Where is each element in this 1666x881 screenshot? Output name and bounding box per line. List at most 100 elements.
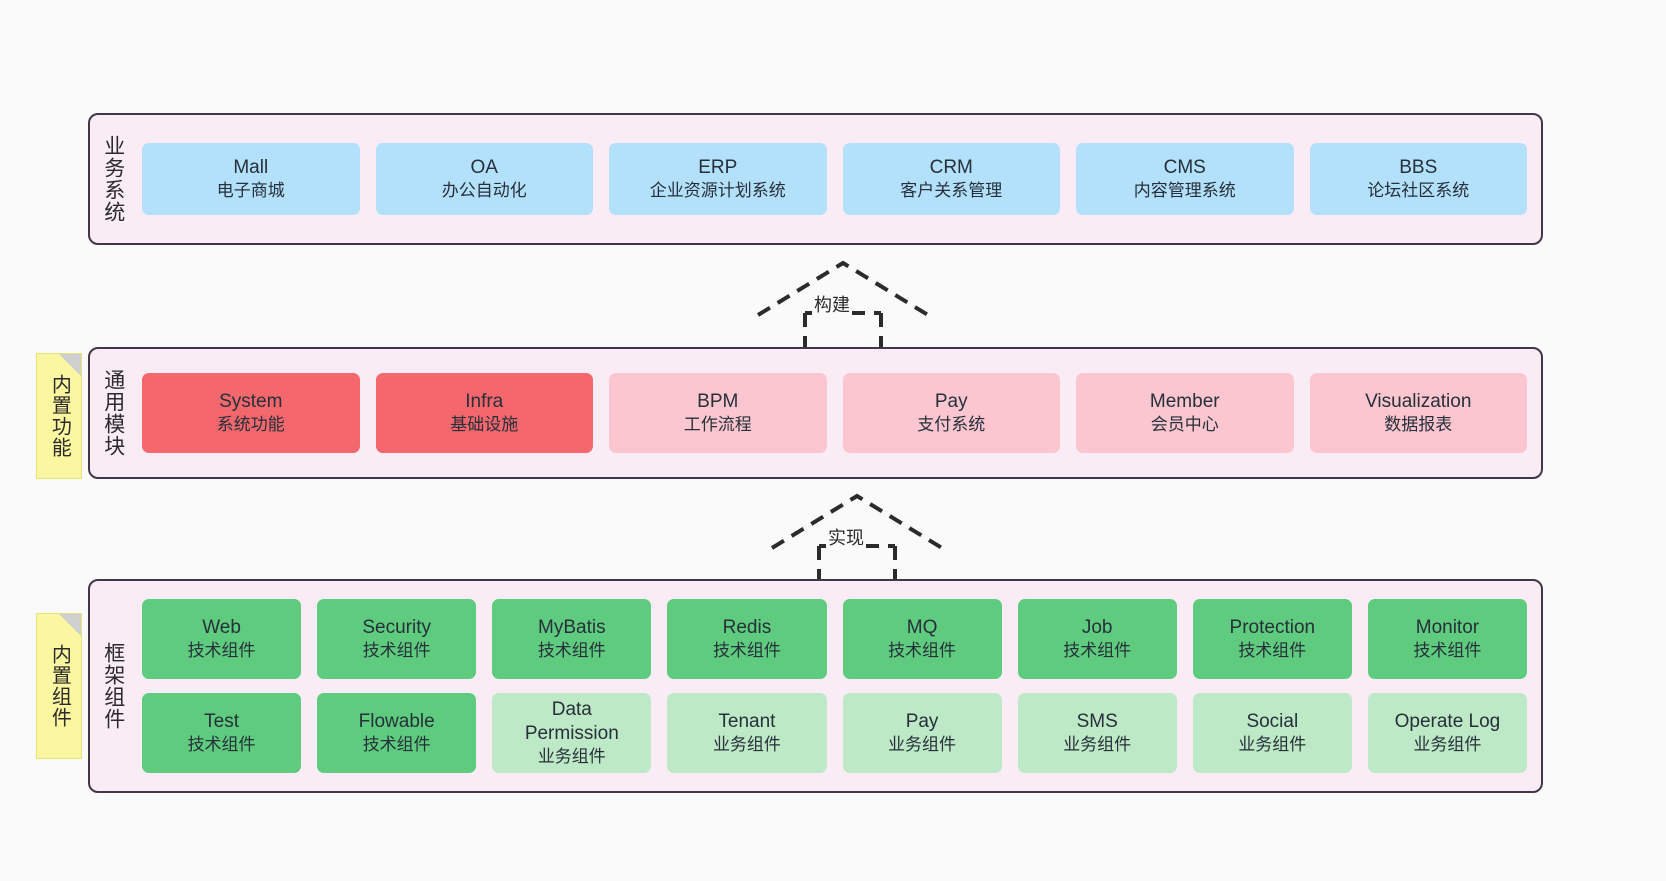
card-mybatis[interactable]: MyBatis 技术组件 (492, 599, 652, 679)
card-social[interactable]: Social 业务组件 (1192, 693, 1352, 773)
card-system[interactable]: System 系统功能 (142, 373, 360, 453)
card-row: Web 技术组件 Security 技术组件 MyBatis 技术组件 Redi… (142, 599, 1527, 679)
layer-framework-component[interactable]: 框架组件 Web 技术组件 Security 技术组件 MyBatis 技术组件… (88, 579, 1543, 793)
card-cms[interactable]: CMS 内容管理系统 (1076, 143, 1294, 215)
card-title: BPM (697, 391, 739, 413)
card-title: Flowable (358, 711, 435, 733)
card-security[interactable]: Security 技术组件 (317, 599, 477, 679)
layer-body-common: System 系统功能 Infra 基础设施 BPM 工作流程 Pay 支付系统… (136, 349, 1541, 477)
card-operate-log[interactable]: Operate Log 业务组件 (1367, 693, 1527, 773)
card-title: OA (470, 157, 498, 179)
card-erp[interactable]: ERP 企业资源计划系统 (609, 143, 827, 215)
card-title: Monitor (1415, 617, 1480, 639)
card-title: Pay (934, 391, 968, 413)
card-bpm[interactable]: BPM 工作流程 (609, 373, 827, 453)
sticky-fold-icon (59, 354, 81, 376)
card-subtitle: 业务组件 (888, 735, 957, 755)
card-row: System 系统功能 Infra 基础设施 BPM 工作流程 Pay 支付系统… (142, 373, 1527, 453)
card-title: SMS (1076, 711, 1118, 733)
card-subtitle: 业务组件 (1063, 735, 1132, 755)
card-title: Web (202, 617, 241, 639)
layer-business-system[interactable]: 业务系统 Mall 电子商城 OA 办公自动化 ERP 企业资源计划系统 CRM… (88, 113, 1543, 245)
card-flowable[interactable]: Flowable 技术组件 (317, 693, 477, 773)
card-subtitle: 技术组件 (362, 735, 431, 755)
card-title-line2: Permission (524, 723, 619, 745)
card-title: Visualization (1365, 391, 1472, 413)
card-tenant[interactable]: Tenant 业务组件 (667, 693, 827, 773)
card-subtitle: 支付系统 (917, 415, 986, 435)
card-subtitle: 技术组件 (537, 641, 606, 661)
card-data-permission[interactable]: Data Permission 业务组件 (492, 693, 652, 773)
card-pay[interactable]: Pay 支付系统 (842, 373, 1060, 453)
card-subtitle: 系统功能 (216, 415, 285, 435)
card-title: Protection (1229, 617, 1316, 639)
card-bbs[interactable]: BBS 论坛社区系统 (1309, 143, 1527, 215)
layer-title-business: 业务系统 (101, 135, 125, 223)
card-redis[interactable]: Redis 技术组件 (667, 599, 827, 679)
card-subtitle: 论坛社区系统 (1367, 181, 1470, 201)
card-monitor[interactable]: Monitor 技术组件 (1367, 599, 1527, 679)
card-subtitle: 技术组件 (1413, 641, 1482, 661)
card-subtitle: 技术组件 (187, 735, 256, 755)
card-title: MyBatis (538, 617, 606, 639)
sticky-note-builtin-features: 内置功能 (36, 353, 82, 479)
card-mall[interactable]: Mall 电子商城 (142, 143, 360, 215)
card-title: MQ (906, 617, 938, 639)
card-title: Operate Log (1394, 711, 1501, 733)
connector-implement-label: 实现 (826, 524, 866, 550)
card-title: Test (204, 711, 239, 733)
card-test[interactable]: Test 技术组件 (142, 693, 302, 773)
card-subtitle: 技术组件 (187, 641, 256, 661)
card-title: Mall (233, 157, 269, 179)
card-infra[interactable]: Infra 基础设施 (375, 373, 593, 453)
card-subtitle: 企业资源计划系统 (649, 181, 786, 201)
card-title: Tenant (718, 711, 776, 733)
card-title: Data (551, 699, 592, 721)
card-subtitle: 基础设施 (450, 415, 519, 435)
layer-title-framework: 框架组件 (101, 642, 125, 730)
sticky-note-builtin-components: 内置组件 (36, 613, 82, 759)
card-web[interactable]: Web 技术组件 (142, 599, 302, 679)
card-title: ERP (698, 157, 738, 179)
card-title: CMS (1163, 157, 1206, 179)
connector-build-arrow: 构建 (748, 255, 938, 350)
card-visualization[interactable]: Visualization 数据报表 (1309, 373, 1527, 453)
card-mq[interactable]: MQ 技术组件 (842, 599, 1002, 679)
card-title: Redis (722, 617, 772, 639)
card-job[interactable]: Job 技术组件 (1017, 599, 1177, 679)
connector-build-label: 构建 (812, 291, 852, 317)
card-title: Pay (905, 711, 939, 733)
card-row: Mall 电子商城 OA 办公自动化 ERP 企业资源计划系统 CRM 客户关系… (142, 143, 1527, 215)
card-title: Infra (465, 391, 504, 413)
card-subtitle: 业务组件 (537, 747, 606, 767)
card-title: Social (1246, 711, 1299, 733)
card-subtitle: 技术组件 (888, 641, 957, 661)
card-title: Security (362, 617, 431, 639)
card-subtitle: 内容管理系统 (1133, 181, 1236, 201)
connector-implement-arrow: 实现 (762, 488, 952, 583)
card-subtitle: 业务组件 (712, 735, 781, 755)
sticky-fold-icon (59, 614, 81, 636)
layer-common-module[interactable]: 通用模块 System 系统功能 Infra 基础设施 BPM 工作流程 Pay… (88, 347, 1543, 479)
card-subtitle: 办公自动化 (441, 181, 527, 201)
card-subtitle: 技术组件 (712, 641, 781, 661)
sticky-note-label: 内置功能 (48, 374, 71, 458)
card-subtitle: 电子商城 (216, 181, 285, 201)
card-title: System (219, 391, 283, 413)
card-crm[interactable]: CRM 客户关系管理 (842, 143, 1060, 215)
card-subtitle: 数据报表 (1384, 415, 1453, 435)
card-title: Member (1149, 391, 1220, 413)
card-title: BBS (1399, 157, 1438, 179)
card-member[interactable]: Member 会员中心 (1076, 373, 1294, 453)
card-title: Job (1081, 617, 1113, 639)
card-subtitle: 工作流程 (683, 415, 752, 435)
card-pay-component[interactable]: Pay 业务组件 (842, 693, 1002, 773)
card-oa[interactable]: OA 办公自动化 (375, 143, 593, 215)
sticky-note-label: 内置组件 (48, 644, 71, 728)
card-subtitle: 客户关系管理 (900, 181, 1003, 201)
card-sms[interactable]: SMS 业务组件 (1017, 693, 1177, 773)
card-subtitle: 会员中心 (1150, 415, 1219, 435)
layer-title-common: 通用模块 (101, 369, 125, 457)
card-protection[interactable]: Protection 技术组件 (1192, 599, 1352, 679)
